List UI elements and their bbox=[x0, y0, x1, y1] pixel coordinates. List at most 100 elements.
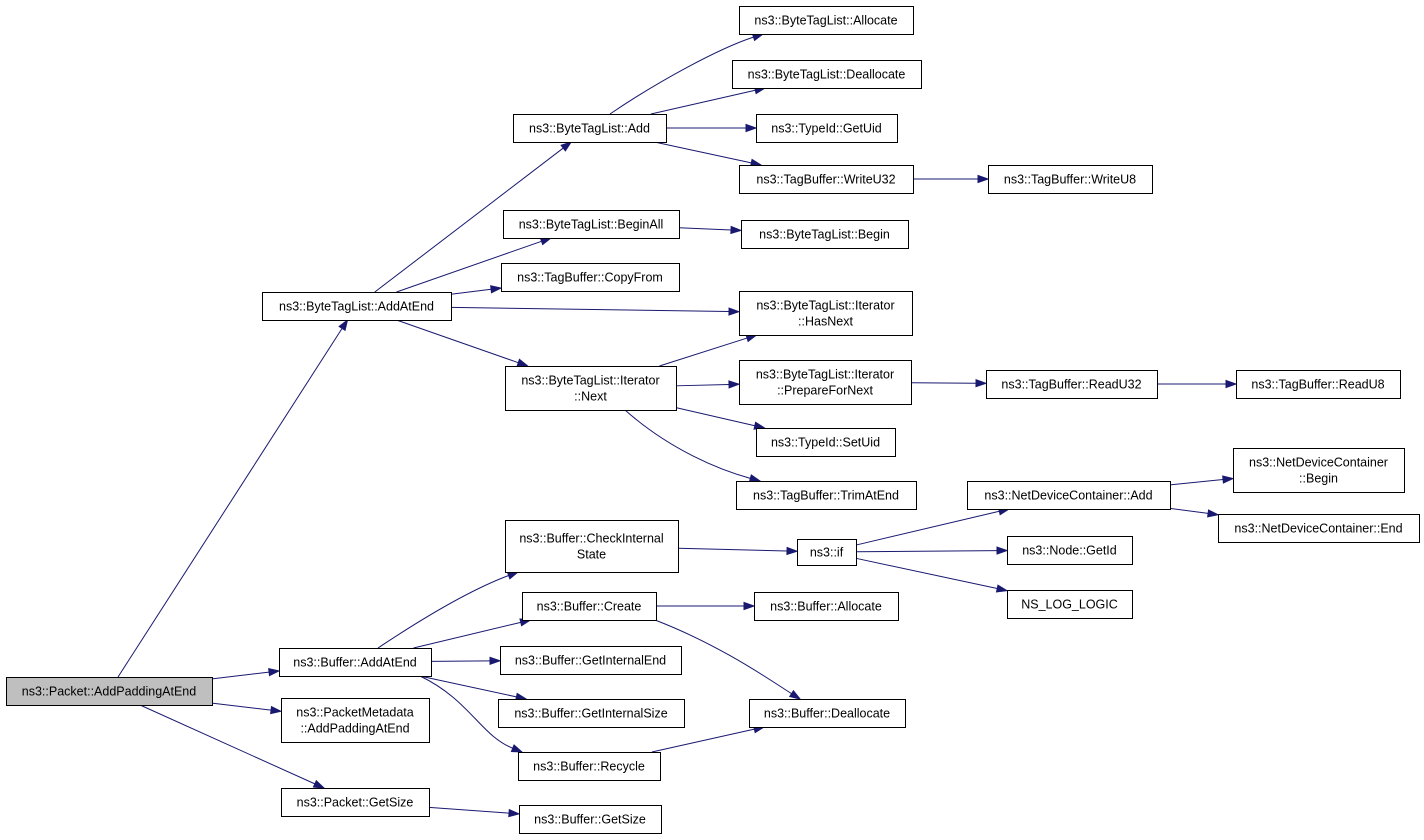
node-ns3-tagbuffer-writeu8[interactable]: ns3::TagBuffer::WriteU8 bbox=[988, 165, 1153, 194]
arrowhead bbox=[560, 141, 573, 152]
edge-ns3-if-to-ns3-node-getid bbox=[855, 546, 1009, 555]
node-ns3-bytetaglist-iterator-next[interactable]: ns3::ByteTagList::Iterator::Next bbox=[505, 366, 677, 411]
edge-line bbox=[419, 675, 513, 749]
node-ns3-typeid-setuid[interactable]: ns3::TypeId::SetUid bbox=[756, 428, 896, 457]
edge-line bbox=[855, 510, 1000, 546]
node-ns3-tagbuffer-readu8[interactable]: ns3::TagBuffer::ReadU8 bbox=[1236, 370, 1401, 399]
node-ns3-bytetaglist-add[interactable]: ns3::ByteTagList::Add bbox=[513, 114, 667, 143]
arrowhead bbox=[516, 358, 530, 367]
node-ns3-buffer-getinternalsize[interactable]: ns3::Buffer::GetInternalSize bbox=[498, 699, 685, 728]
edge-ns3-if-to-ns-log-logic bbox=[855, 557, 1009, 593]
node-box bbox=[279, 648, 432, 677]
node-label: ns3::Buffer::GetInternalEnd bbox=[515, 654, 666, 668]
node-ns3-buffer-deallocate[interactable]: ns3::Buffer::Deallocate bbox=[749, 699, 906, 728]
node-ns3-buffer-addatend[interactable]: ns3::Buffer::AddAtEnd bbox=[279, 648, 432, 677]
arrowhead bbox=[506, 571, 520, 580]
node-label: ns3::TagBuffer::WriteU32 bbox=[756, 173, 895, 187]
edge-ns3-bytetaglist-add-to-ns3-typeid-getuid bbox=[666, 123, 758, 133]
edge-line bbox=[374, 147, 564, 293]
arrowhead bbox=[975, 379, 988, 388]
node-ns3-tagbuffer-copyfrom[interactable]: ns3::TagBuffer::CopyFrom bbox=[501, 263, 680, 292]
node-ns3-bytetaglist-begin[interactable]: ns3::ByteTagList::Begin bbox=[741, 220, 909, 249]
node-ns3-packetmetadata-addpaddingatend[interactable]: ns3::PacketMetadata::AddPaddingAtEnd bbox=[281, 698, 430, 743]
node-box bbox=[1007, 536, 1133, 565]
node-ns3-if[interactable]: ns3::if bbox=[797, 539, 857, 566]
node-ns-log-logic[interactable]: NS_LOG_LOGIC bbox=[1007, 590, 1133, 619]
node-box bbox=[262, 292, 452, 321]
node-ns3-buffer-getinternalend[interactable]: ns3::Buffer::GetInternalEnd bbox=[500, 646, 682, 675]
edge-line bbox=[450, 288, 492, 295]
node-ns3-bytetaglist-addatend[interactable]: ns3::ByteTagList::AddAtEnd bbox=[262, 292, 452, 321]
node-box bbox=[754, 592, 899, 621]
edge-line bbox=[1169, 507, 1209, 514]
edge-ns3-bytetaglist-addatend-to-ns3-bytetaglist-iterator-hasnext bbox=[450, 306, 741, 316]
edge-line bbox=[377, 575, 509, 649]
edge-line bbox=[677, 547, 788, 552]
node-label: ns3::TagBuffer::TrimAtEnd bbox=[753, 489, 899, 503]
node-label: ::Next bbox=[574, 390, 607, 404]
edge-ns3-buffer-recycle-to-ns3-buffer-deallocate bbox=[651, 725, 766, 753]
node-ns3-buffer-create[interactable]: ns3::Buffer::Create bbox=[522, 592, 657, 621]
node-label: ns3::ByteTagList::BeginAll bbox=[519, 218, 664, 232]
edge-ns3-bytetaglist-iterator-preparefornext-to-ns3-tagbuffer-readu32 bbox=[910, 379, 988, 388]
node-ns3-bytetaglist-deallocate[interactable]: ns3::ByteTagList::Deallocate bbox=[732, 60, 922, 89]
edge-ns3-netdevicecontainer-add-to-ns3-netdevicecontainer-begin bbox=[1169, 475, 1235, 486]
node-ns3-buffer-allocate[interactable]: ns3::Buffer::Allocate bbox=[754, 592, 899, 621]
node-box bbox=[756, 428, 896, 457]
edge-ns3-bytetaglist-addatend-to-ns3-bytetaglist-iterator-next bbox=[396, 319, 530, 367]
edge-line bbox=[413, 621, 521, 649]
node-box bbox=[500, 646, 682, 675]
arrowhead bbox=[489, 656, 502, 666]
node-ns3-tagbuffer-readu32[interactable]: ns3::TagBuffer::ReadU32 bbox=[986, 370, 1158, 399]
node-box bbox=[1007, 590, 1133, 619]
edge-ns3-buffer-create-to-ns3-buffer-deallocate bbox=[654, 619, 802, 700]
node-ns3-netdevicecontainer-begin[interactable]: ns3::NetDeviceContainer::Begin bbox=[1233, 448, 1405, 493]
edge-ns3-buffer-addatend-to-ns3-buffer-recycle bbox=[419, 675, 524, 753]
node-label: ns3::NetDeviceContainer bbox=[1249, 456, 1388, 470]
edge-line bbox=[450, 306, 730, 313]
node-label: ns3::Packet::AddPaddingAtEnd bbox=[22, 685, 196, 699]
arrowhead bbox=[743, 601, 756, 611]
node-ns3-tagbuffer-trimatend[interactable]: ns3::TagBuffer::TrimAtEnd bbox=[736, 481, 917, 510]
node-label: State bbox=[577, 548, 606, 562]
arrowhead bbox=[977, 174, 990, 184]
node-label: ::AddPaddingAtEnd bbox=[300, 722, 409, 736]
edge-ns3-bytetaglist-add-to-ns3-bytetaglist-deallocate bbox=[650, 86, 767, 115]
node-label: ns3::Buffer::GetSize bbox=[534, 813, 646, 827]
node-ns3-buffer-recycle[interactable]: ns3::Buffer::Recycle bbox=[518, 752, 661, 781]
node-box bbox=[988, 165, 1153, 194]
edge-ns3-buffer-checkinternal-state-to-ns3-if bbox=[677, 546, 799, 556]
node-label: ns3::Buffer::GetInternalSize bbox=[514, 707, 667, 721]
node-ns3-netdevicecontainer-end[interactable]: ns3::NetDeviceContainer::End bbox=[1218, 514, 1420, 543]
node-ns3-bytetaglist-iterator-hasnext[interactable]: ns3::ByteTagList::Iterator::HasNext bbox=[739, 291, 913, 336]
node-box bbox=[518, 752, 661, 781]
node-ns3-bytetaglist-allocate[interactable]: ns3::ByteTagList::Allocate bbox=[739, 6, 914, 35]
node-ns3-bytetaglist-beginall[interactable]: ns3::ByteTagList::BeginAll bbox=[503, 210, 680, 239]
node-label: ns3::ByteTagList::Iterator bbox=[521, 374, 659, 388]
edge-ns3-packet-addpaddingatend-to-ns3-buffer-addatend bbox=[211, 668, 281, 680]
node-label: ns3::Buffer::Recycle bbox=[533, 760, 645, 774]
node-box bbox=[1218, 514, 1420, 543]
edge-ns3-tagbuffer-writeu32-to-ns3-tagbuffer-writeu8 bbox=[913, 174, 990, 184]
node-ns3-typeid-getuid[interactable]: ns3::TypeId::GetUid bbox=[756, 114, 898, 143]
edge-line bbox=[659, 337, 748, 367]
edge-line bbox=[430, 660, 491, 662]
arrowhead bbox=[996, 546, 1009, 555]
node-ns3-node-getid[interactable]: ns3::Node::GetId bbox=[1007, 536, 1133, 565]
node-box bbox=[501, 263, 680, 292]
node-ns3-packet-addpaddingatend[interactable]: ns3::Packet::AddPaddingAtEnd bbox=[6, 677, 213, 706]
node-box bbox=[513, 114, 667, 143]
edge-ns3-tagbuffer-readu32-to-ns3-tagbuffer-readu8 bbox=[1157, 379, 1238, 389]
node-label: ns3::NetDeviceContainer::Add bbox=[984, 489, 1152, 503]
edge-line bbox=[654, 141, 752, 164]
node-ns3-bytetaglist-iterator-preparefornext[interactable]: ns3::ByteTagList::Iterator::PrepareForNe… bbox=[739, 360, 912, 405]
node-ns3-netdevicecontainer-add[interactable]: ns3::NetDeviceContainer::Add bbox=[967, 481, 1171, 510]
edge-ns3-buffer-create-to-ns3-buffer-allocate bbox=[656, 601, 756, 611]
node-ns3-tagbuffer-writeu32[interactable]: ns3::TagBuffer::WriteU32 bbox=[739, 165, 914, 194]
node-ns3-buffer-getsize[interactable]: ns3::Buffer::GetSize bbox=[519, 805, 662, 834]
node-ns3-packet-getsize[interactable]: ns3::Packet::GetSize bbox=[281, 788, 430, 817]
arrowhead bbox=[1207, 509, 1220, 518]
edge-ns3-packet-addpaddingatend-to-ns3-packetmetadata-addpaddingatend bbox=[211, 702, 283, 715]
edge-ns3-bytetaglist-iterator-next-to-ns3-tagbuffer-trimatend bbox=[624, 409, 762, 483]
